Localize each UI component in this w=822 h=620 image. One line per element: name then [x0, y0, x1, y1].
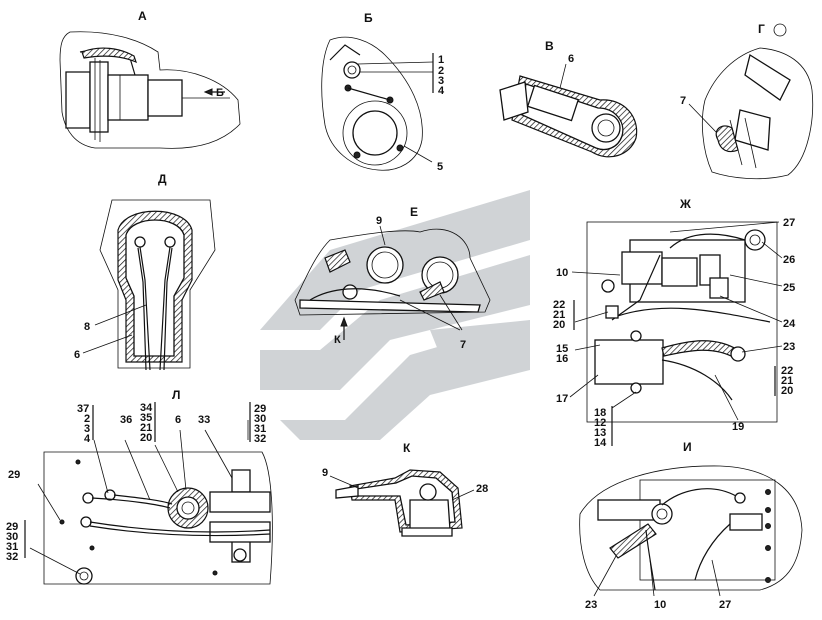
view-zh-callout-21-left: 21	[553, 309, 565, 321]
view-g: Г 7	[680, 22, 813, 180]
view-l-callout-36: 36	[120, 414, 132, 426]
view-l-callout-3: 3	[84, 423, 90, 435]
view-i-title: И	[683, 440, 692, 454]
view-l-callout-32-top: 32	[254, 433, 266, 445]
view-l-callout-2: 2	[84, 413, 90, 425]
view-i: И 23 10 27	[579, 440, 803, 611]
view-l-callout-30-top: 30	[254, 413, 266, 425]
view-zh-callout-24: 24	[783, 318, 796, 330]
view-v: В 6	[499, 39, 638, 158]
view-l-title: Л	[172, 388, 180, 402]
view-l-callout-33: 33	[198, 414, 210, 426]
view-i-callout-27: 27	[719, 599, 731, 611]
view-k-callout-28: 28	[476, 483, 488, 495]
view-zh-callout-13: 13	[594, 427, 606, 439]
view-zh-callout-14: 14	[594, 437, 607, 449]
view-b-callout-3: 3	[438, 75, 444, 87]
view-d-callout-6: 6	[74, 349, 80, 361]
view-k: К 9 28	[322, 441, 488, 537]
view-e-callout-7: 7	[460, 339, 466, 351]
view-e-callout-9: 9	[376, 215, 382, 227]
view-zh-callout-18: 18	[594, 407, 606, 419]
view-d-callout-8: 8	[84, 321, 90, 333]
view-g-title: Г	[758, 22, 765, 36]
view-l: Л 37 2 3 4	[6, 388, 273, 585]
view-i-callout-23: 23	[585, 599, 597, 611]
view-zh-callout-15: 15	[556, 343, 568, 355]
view-i-callout-10: 10	[654, 599, 666, 611]
view-zh-callout-25: 25	[783, 282, 795, 294]
view-b-callout-2: 2	[438, 65, 444, 77]
view-v-title: В	[545, 39, 554, 53]
view-zh-callout-26: 26	[783, 254, 795, 266]
view-l-callout-20: 20	[140, 432, 152, 444]
view-zh: Ж 27 10 26 25 2	[553, 197, 796, 449]
view-b-callout-4: 4	[438, 85, 445, 97]
view-zh-callout-20-left: 20	[553, 319, 565, 331]
view-d-title: Д	[158, 172, 167, 186]
view-a-title: А	[138, 9, 147, 23]
view-zh-callout-22-left: 22	[553, 299, 565, 311]
view-l-callout-35: 35	[140, 412, 152, 424]
view-v-callout-6: 6	[568, 53, 574, 65]
view-l-callout-30-bottom: 30	[6, 531, 18, 543]
view-k-title: К	[403, 441, 411, 455]
view-l-callout-29-bottom: 29	[6, 521, 18, 533]
view-zh-callout-23: 23	[783, 341, 795, 353]
view-b-callout-5: 5	[437, 161, 443, 173]
view-l-callout-4: 4	[84, 433, 91, 445]
view-e-arrow-label: К	[334, 334, 341, 346]
view-l-callout-34: 34	[140, 402, 153, 414]
view-a-arrow-label: Б	[216, 87, 224, 99]
view-l-callout-37: 37	[77, 403, 89, 415]
view-l-callout-29-side: 29	[8, 469, 20, 481]
view-l-callout-29-top: 29	[254, 403, 266, 415]
view-d: Д 8 6	[74, 172, 216, 371]
view-a: А Б	[59, 9, 241, 149]
view-b-title: Б	[364, 11, 373, 25]
view-l-callout-6: 6	[175, 414, 181, 426]
view-zh-callout-10: 10	[556, 267, 568, 279]
view-l-callout-21: 21	[140, 422, 152, 434]
view-zh-callout-12: 12	[594, 417, 606, 429]
view-g-callout-7: 7	[680, 95, 686, 107]
view-e: Е 9 7 К	[294, 205, 491, 351]
view-zh-callout-21-right: 21	[781, 375, 793, 387]
view-zh-callout-20-right: 20	[781, 385, 793, 397]
view-l-callout-32-bottom: 32	[6, 551, 18, 563]
view-e-title: Е	[410, 205, 418, 219]
view-zh-callout-17: 17	[556, 393, 568, 405]
view-k-callout-9: 9	[322, 467, 328, 479]
view-zh-title: Ж	[679, 197, 691, 211]
view-zh-callout-22-right: 22	[781, 365, 793, 377]
view-zh-callout-27: 27	[783, 217, 795, 229]
view-zh-callout-19: 19	[732, 421, 744, 433]
view-l-callout-31-top: 31	[254, 423, 266, 435]
view-zh-callout-16: 16	[556, 353, 568, 365]
view-b: Б 1 2 3 4 5	[321, 11, 445, 173]
view-b-callout-1: 1	[438, 54, 444, 66]
view-l-callout-31-bottom: 31	[6, 541, 18, 553]
